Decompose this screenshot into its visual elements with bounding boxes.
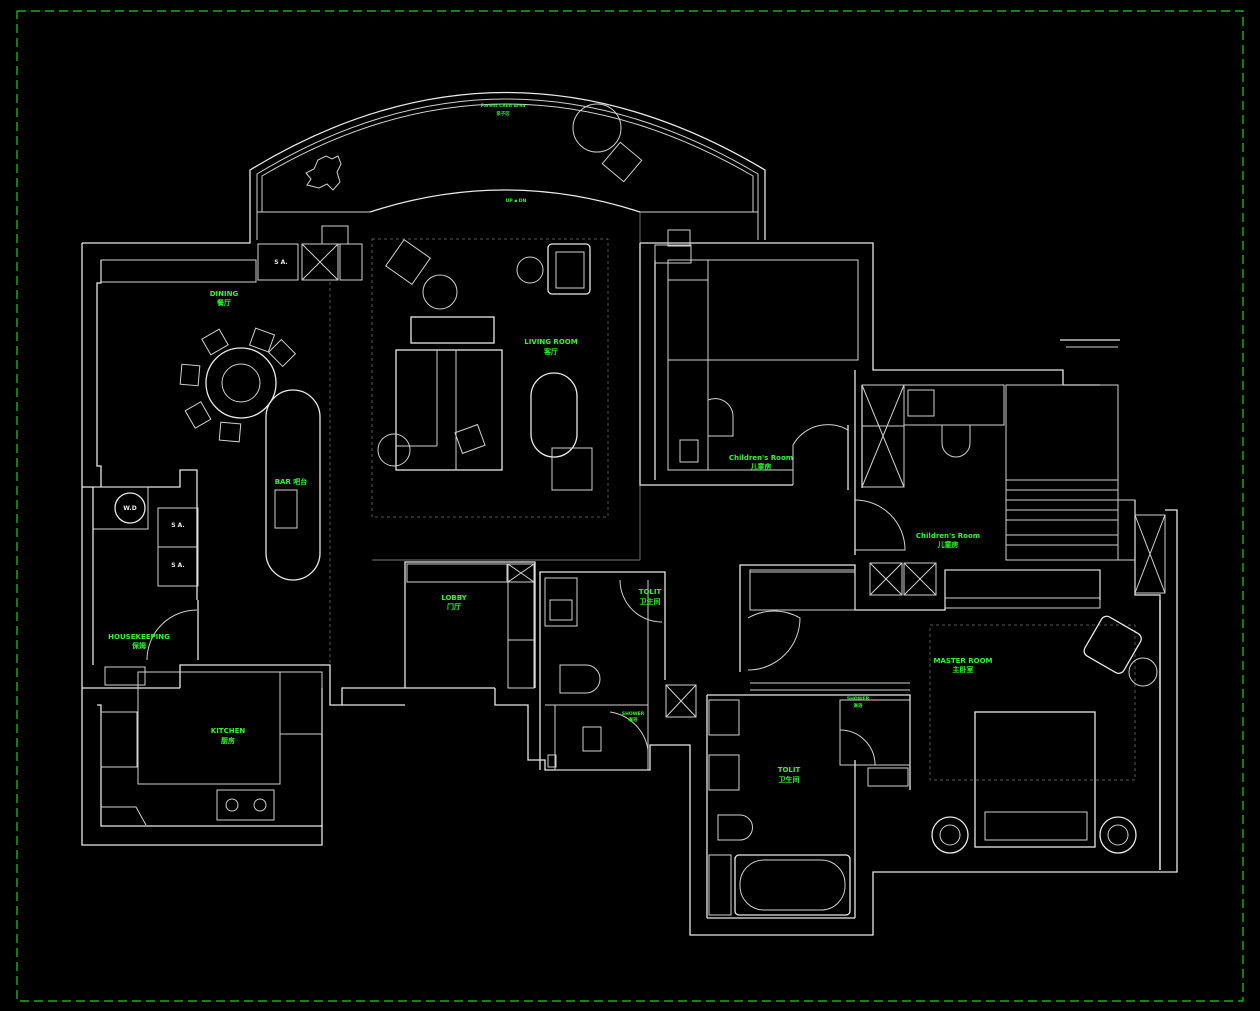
label-childrens-room-1: Children's Room — [729, 454, 793, 462]
dining-table — [205, 347, 277, 419]
toilet-2-area — [706, 694, 911, 919]
label-housekeeping-zh: 保姆 — [131, 641, 146, 650]
label-living-room: LIVING ROOM — [524, 338, 577, 346]
armchair-balcony — [601, 141, 643, 183]
cooktop — [216, 789, 275, 821]
master-armchair — [1083, 615, 1142, 675]
label-bar: BAR 吧台 — [275, 477, 308, 486]
kitchen-sink — [100, 711, 138, 768]
label-living-room-zh: 客厅 — [543, 347, 558, 356]
label-master-room-zh: 主卧室 — [953, 665, 974, 674]
label-toilet-1: TOLIT — [639, 588, 662, 596]
label-dining-zh: 餐厅 — [216, 298, 231, 307]
label-toilet-2-zh: 卫生间 — [779, 775, 800, 784]
living-rug — [371, 238, 609, 518]
childrens-room-1-area — [639, 229, 859, 490]
label-toilet-2: TOLIT — [778, 766, 801, 774]
marker-wd: W.D — [123, 505, 136, 512]
round-table-balcony — [572, 103, 622, 153]
label-kitchen: KITCHEN — [211, 727, 246, 735]
label-childrens-room-2-zh: 儿童房 — [937, 540, 959, 549]
dining-area — [100, 225, 363, 665]
label-kitchen-zh: 厨房 — [221, 736, 235, 745]
marker-up-dn: UP ▪ DN — [506, 198, 527, 204]
label-shower-1: SHOWER — [622, 711, 645, 717]
label-shower-2: SHOWER — [847, 696, 870, 702]
label-lobby: LOBBY — [441, 594, 467, 602]
master-room-area — [929, 600, 1161, 870]
label-master-room: MASTER ROOM — [933, 657, 992, 665]
label-dining: DINING — [210, 290, 239, 298]
lounge-chair — [547, 243, 591, 295]
coffee-table — [530, 372, 578, 458]
label-parent-child-area-zh: 亲子区 — [496, 110, 510, 117]
label-shower-1-zh: 淋浴 — [629, 716, 638, 723]
kitchen-area — [100, 671, 323, 826]
room-labels: Parent Child Area 亲子区 UP ▪ DN DINING 餐厅 … — [108, 103, 992, 784]
label-lobby-zh: 门厅 — [447, 602, 461, 611]
lobby-area — [404, 561, 536, 689]
balcony — [249, 91, 766, 240]
drawing-frame — [16, 10, 1244, 1002]
label-housekeeping: HOUSEKEEPING — [108, 633, 170, 641]
marker-sa-2: S A. — [171, 522, 184, 529]
label-parent-child-area: Parent Child Area — [481, 103, 526, 109]
childrens-room-2-area — [854, 370, 1166, 594]
living-room-area — [371, 212, 641, 561]
marker-sa-3: S A. — [171, 562, 184, 569]
corridor — [739, 562, 1101, 691]
label-childrens-room-1-zh: 儿童房 — [750, 462, 772, 471]
bar-counter — [265, 389, 321, 581]
toilet-1-area — [539, 571, 697, 771]
sofa — [395, 349, 503, 471]
animal-rug — [305, 155, 342, 191]
label-toilet-1-zh: 卫生间 — [640, 597, 661, 606]
master-bed — [974, 711, 1096, 848]
label-childrens-room-2: Children's Room — [916, 532, 980, 540]
washer — [114, 492, 146, 524]
marker-sa-1: S A. — [274, 259, 287, 266]
bathtub — [734, 854, 851, 916]
label-shower-2-zh: 淋浴 — [854, 702, 863, 709]
housekeeping-area — [92, 486, 199, 686]
exterior-walls — [81, 240, 1178, 936]
